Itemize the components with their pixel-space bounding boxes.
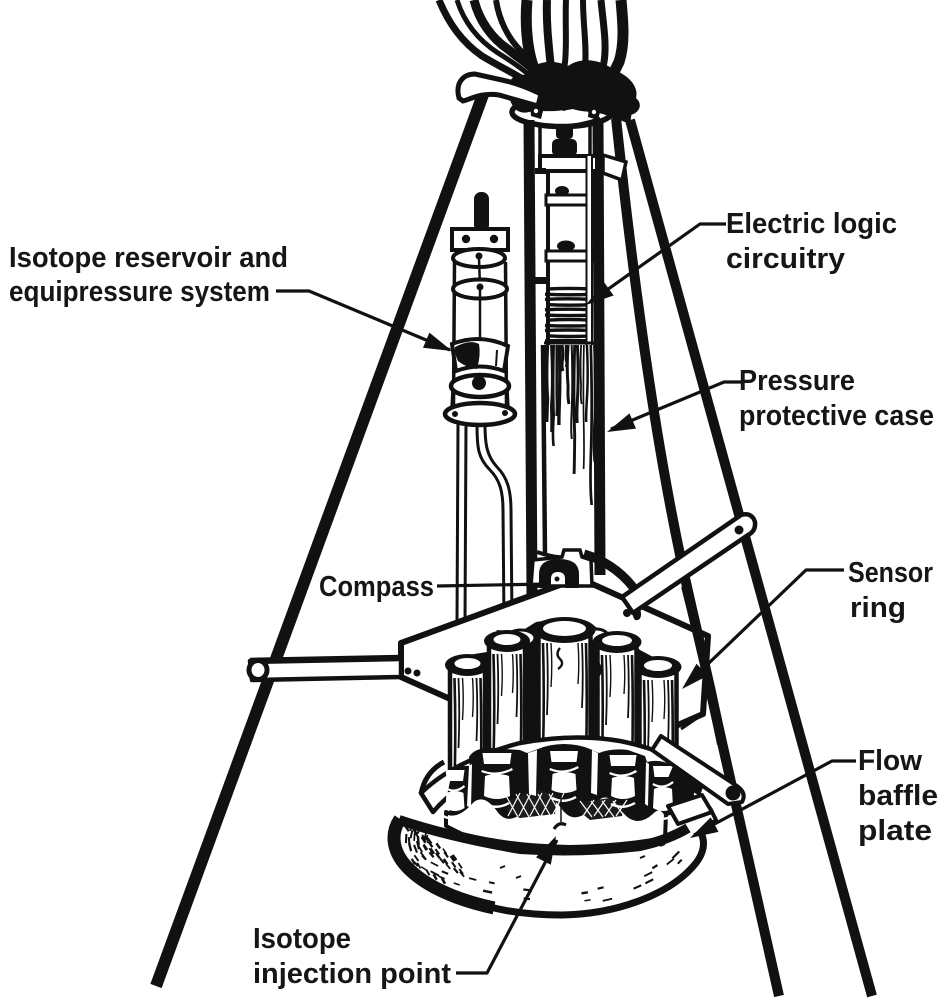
svg-text:protective case: protective case bbox=[739, 400, 934, 432]
svg-text:Sensor: Sensor bbox=[848, 557, 933, 589]
svg-text:Isotope: Isotope bbox=[253, 923, 351, 955]
svg-text:Flow: Flow bbox=[858, 745, 922, 777]
svg-text:equipressure system: equipressure system bbox=[9, 276, 270, 308]
svg-text:Electric logic: Electric logic bbox=[726, 208, 897, 240]
svg-text:baffle: baffle bbox=[858, 780, 938, 812]
svg-text:injection point: injection point bbox=[253, 958, 451, 990]
svg-text:Pressure: Pressure bbox=[739, 365, 855, 397]
svg-text:Isotope reservoir and: Isotope reservoir and bbox=[9, 242, 288, 274]
svg-text:plate: plate bbox=[858, 815, 932, 847]
svg-text:Compass: Compass bbox=[319, 571, 434, 603]
svg-text:ring: ring bbox=[850, 592, 906, 624]
svg-text:circuitry: circuitry bbox=[726, 243, 845, 275]
